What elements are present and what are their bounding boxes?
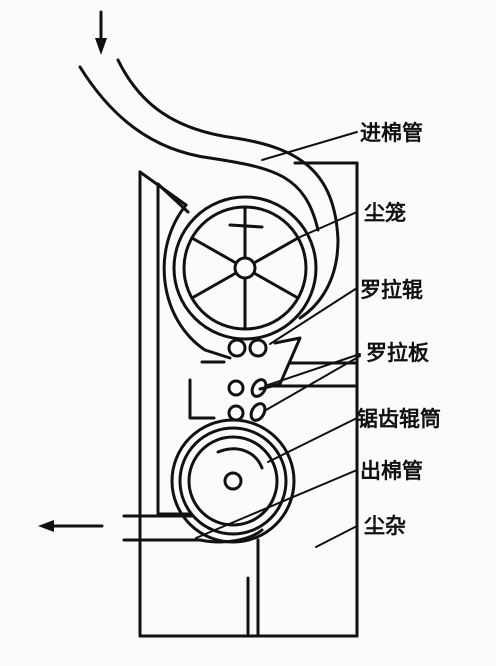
leader-roller bbox=[269, 287, 358, 345]
label-dust-cage: 尘笼 bbox=[364, 201, 406, 225]
leader-saw-cylinder bbox=[267, 417, 358, 463]
dust-cage-shell bbox=[162, 203, 232, 360]
outlet-flow-arrow-icon bbox=[38, 520, 104, 532]
roller-pair bbox=[227, 338, 268, 358]
leader-roller-plate-2 bbox=[265, 355, 361, 411]
leader-dust-trash bbox=[315, 525, 358, 548]
leader-outlet-pipe bbox=[195, 469, 358, 539]
leader-dust-cage bbox=[299, 211, 358, 238]
inlet-flow-arrow-icon bbox=[95, 10, 107, 55]
label-roller: 罗拉辊 bbox=[360, 278, 423, 302]
label-dust-trash: 尘杂 bbox=[364, 514, 406, 538]
label-roller-plate: 罗拉板 bbox=[366, 341, 430, 365]
dust-cage bbox=[172, 195, 318, 341]
outlet-pipe bbox=[122, 514, 264, 544]
saw-cylinder bbox=[170, 418, 296, 544]
label-outlet-pipe: 出棉管 bbox=[360, 459, 423, 483]
label-saw-cylinder: 锯齿辊筒 bbox=[357, 407, 441, 431]
leader-inlet-pipe bbox=[261, 131, 358, 161]
housing bbox=[138, 161, 359, 638]
leader-roller-plate-1 bbox=[267, 353, 361, 386]
leader-lines bbox=[195, 131, 361, 548]
chamber-step bbox=[188, 378, 216, 420]
roller-plate bbox=[258, 336, 302, 391]
inlet-pipe bbox=[78, 58, 340, 320]
lower-rollers bbox=[227, 378, 268, 422]
label-inlet-pipe: 进棉管 bbox=[360, 121, 423, 145]
